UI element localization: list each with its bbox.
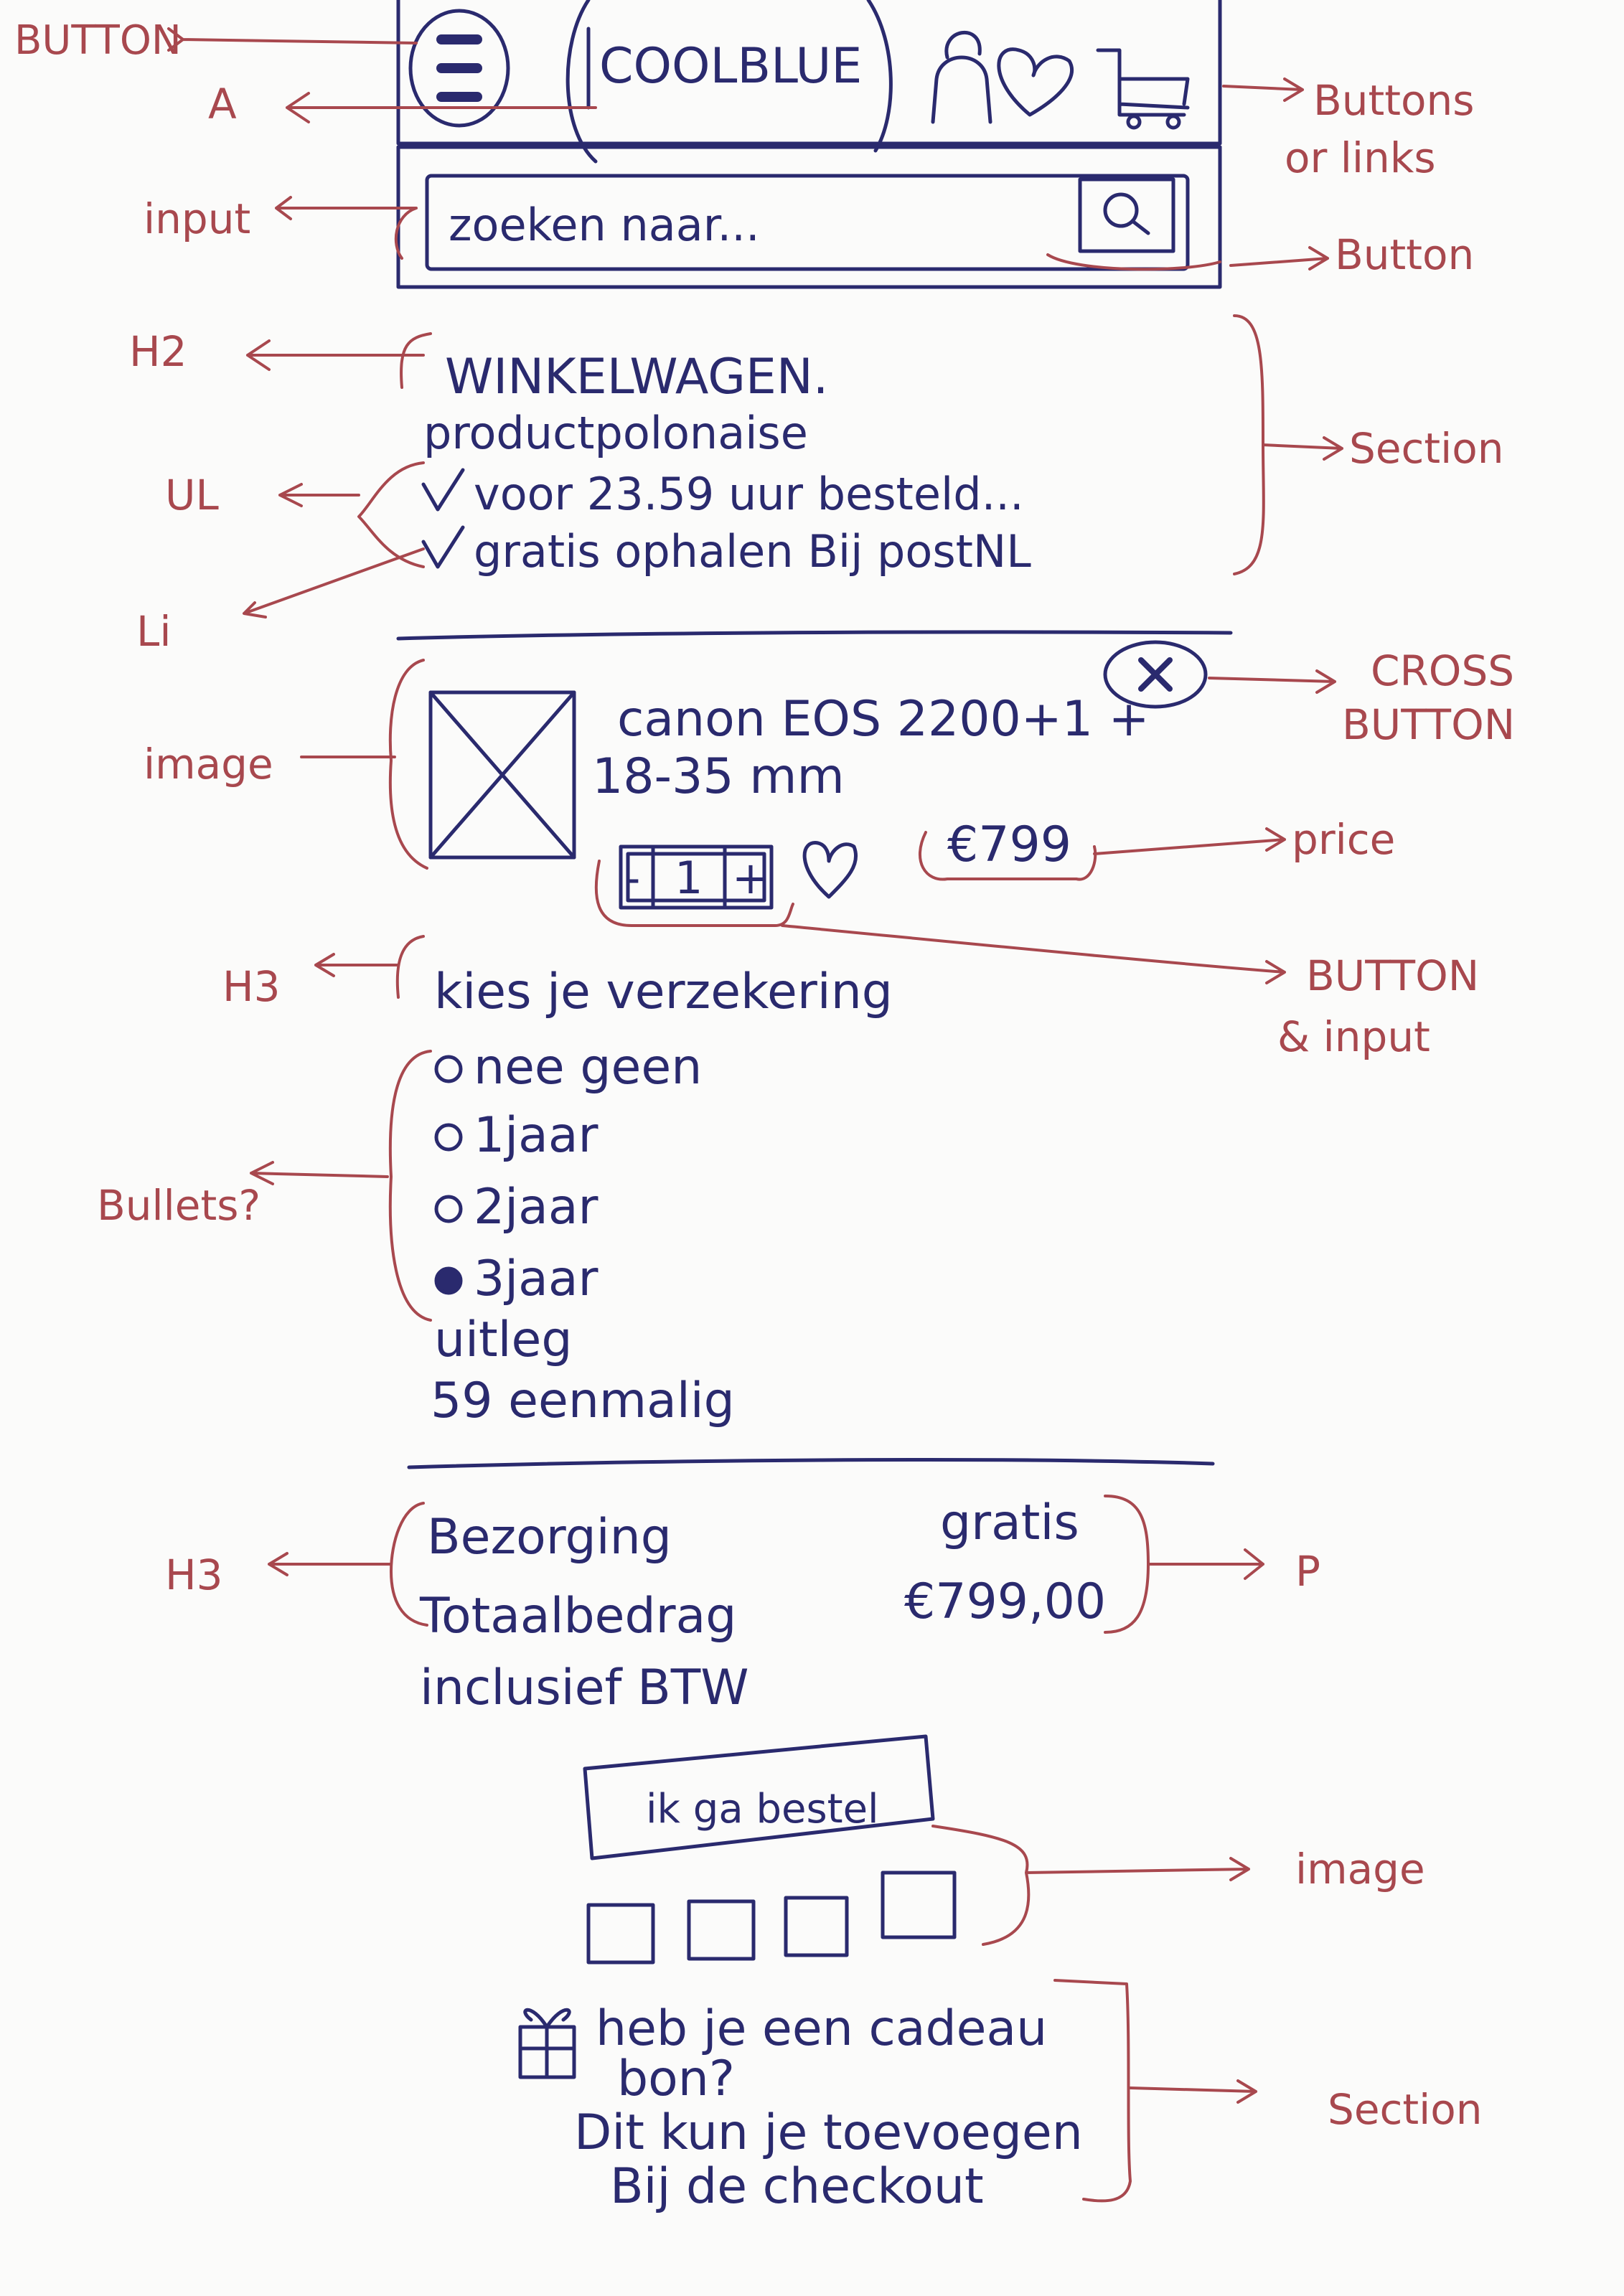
check-icon — [421, 468, 465, 512]
user-icon — [931, 30, 992, 124]
annotation-a: A — [208, 80, 237, 128]
svg-text:nee geen: nee geen — [474, 1039, 702, 1096]
cart-subtitle: productpolonaise — [423, 407, 808, 459]
annotation-bullets: Bullets? — [97, 1181, 261, 1230]
delivery-value: gratis — [940, 1495, 1079, 1551]
payment-method-image — [784, 1896, 849, 1957]
annotation-h3-insurance: H3 — [222, 962, 281, 1011]
svg-text:1jaar: 1jaar — [474, 1107, 598, 1164]
heart-icon — [997, 47, 1074, 117]
payment-method-image — [687, 1899, 756, 1961]
search-input[interactable] — [425, 174, 1190, 271]
annotation-buttons-or-links-2: or links — [1285, 133, 1436, 182]
close-icon — [1138, 657, 1173, 692]
annotation-button-input-1: BUTTON — [1306, 951, 1479, 1000]
checkout-button[interactable]: ik ga bestel — [583, 1734, 935, 1860]
gift-line4: Bij de checkout — [610, 2158, 984, 2215]
wishlist-link[interactable] — [997, 47, 1074, 117]
gift-line2: bon? — [617, 2051, 735, 2107]
annotation-section-bottom: Section — [1328, 2085, 1483, 2134]
annotation-image-payment: image — [1295, 1845, 1425, 1893]
search-bar: zoeken naar... — [396, 145, 1222, 289]
gift-line1: heb je een cadeau — [596, 2000, 1047, 2057]
product-name-line2: 18-35 mm — [592, 748, 845, 805]
radio-option-none[interactable]: nee geen — [434, 1039, 702, 1096]
product-image — [428, 690, 576, 860]
annotation-search-button: Button — [1335, 230, 1474, 279]
remove-product-button[interactable] — [1103, 640, 1208, 709]
increment-button[interactable]: + — [732, 852, 769, 904]
insurance-options: nee geen 1jaar 2jaar 3jaar — [434, 1039, 702, 1307]
header-frame — [396, 0, 1222, 149]
logo-link[interactable]: COOLBLUE — [565, 0, 893, 164]
quantity-stepper: - 1 + — [619, 844, 774, 910]
annotation-li: Li — [136, 607, 171, 656]
cart-title: WINKELWAGEN. — [445, 349, 828, 405]
cart-link[interactable] — [1096, 48, 1190, 130]
annotation-buttons-or-links-1: Buttons — [1313, 76, 1475, 125]
svg-text:2jaar: 2jaar — [474, 1179, 598, 1236]
radio-option-3-year[interactable]: 3jaar — [434, 1251, 598, 1307]
quantity-input[interactable]: 1 — [675, 852, 703, 904]
svg-text:gratis ophalen Bij postNL: gratis ophalen Bij postNL — [474, 525, 1031, 578]
vat-note: inclusief BTW — [420, 1660, 749, 1716]
annotation-button: BUTTON — [14, 17, 182, 64]
list-item: voor 23.59 uur besteld... — [421, 468, 1024, 520]
radio-option-1-year[interactable]: 1jaar — [434, 1107, 598, 1164]
insurance-price-note: 59 eenmalig — [431, 1373, 735, 1429]
insurance-explain-link[interactable]: uitleg — [434, 1312, 573, 1368]
decrement-button[interactable]: - — [624, 852, 640, 904]
search-button[interactable] — [1078, 177, 1175, 253]
svg-text:3jaar: 3jaar — [474, 1251, 598, 1307]
annotation-ul: UL — [165, 471, 219, 519]
annotation-button-input-2: & input — [1277, 1012, 1430, 1061]
insurance-heading: kies je verzekering — [434, 964, 893, 1020]
usp-list: voor 23.59 uur besteld... gratis ophalen… — [421, 468, 1031, 578]
gift-line3: Dit kun je toevoegen — [574, 2104, 1083, 2161]
annotation-h3-summary: H3 — [165, 1551, 223, 1599]
gift-icon — [518, 2008, 576, 2079]
total-label: Totaalbedrag — [419, 1588, 736, 1645]
product-name-line1: canon EOS 2200+1 + — [617, 691, 1150, 748]
logo-text: COOLBLUE — [599, 38, 862, 95]
search-placeholder: zoeken naar... — [449, 199, 760, 251]
radio-option-2-year[interactable]: 2jaar — [434, 1179, 598, 1236]
annotation-input: input — [144, 194, 250, 243]
product-price: €799 — [947, 817, 1071, 873]
search-icon — [1103, 192, 1139, 228]
menu-button[interactable] — [408, 9, 510, 128]
annotation-price: price — [1292, 815, 1395, 864]
payment-method-image — [586, 1903, 655, 1965]
annotation-p: P — [1295, 1547, 1320, 1596]
divider — [407, 1458, 1215, 1469]
wishlist-heart-icon[interactable] — [802, 841, 858, 899]
annotation-cross-2: BUTTON — [1342, 700, 1515, 749]
checkout-button-label: ik ga bestel — [646, 1786, 879, 1832]
account-link[interactable] — [931, 30, 992, 124]
payment-method-image — [881, 1871, 957, 1939]
cart-icon — [1096, 48, 1190, 117]
annotation-image-product: image — [144, 740, 273, 789]
annotation-h2: H2 — [129, 327, 187, 376]
divider — [396, 630, 1233, 641]
check-icon — [421, 525, 465, 569]
annotation-cross-1: CROSS — [1371, 646, 1514, 695]
svg-text:voor 23.59 uur besteld...: voor 23.59 uur besteld... — [474, 468, 1024, 520]
annotation-section-top: Section — [1349, 424, 1504, 473]
payment-methods — [586, 1871, 957, 1965]
gift-section: heb je een cadeau bon? Dit kun je toevoe… — [518, 2000, 1083, 2215]
total-value: €799,00 — [904, 1573, 1106, 1630]
list-item: gratis ophalen Bij postNL — [421, 525, 1031, 578]
delivery-label: Bezorging — [427, 1509, 672, 1566]
